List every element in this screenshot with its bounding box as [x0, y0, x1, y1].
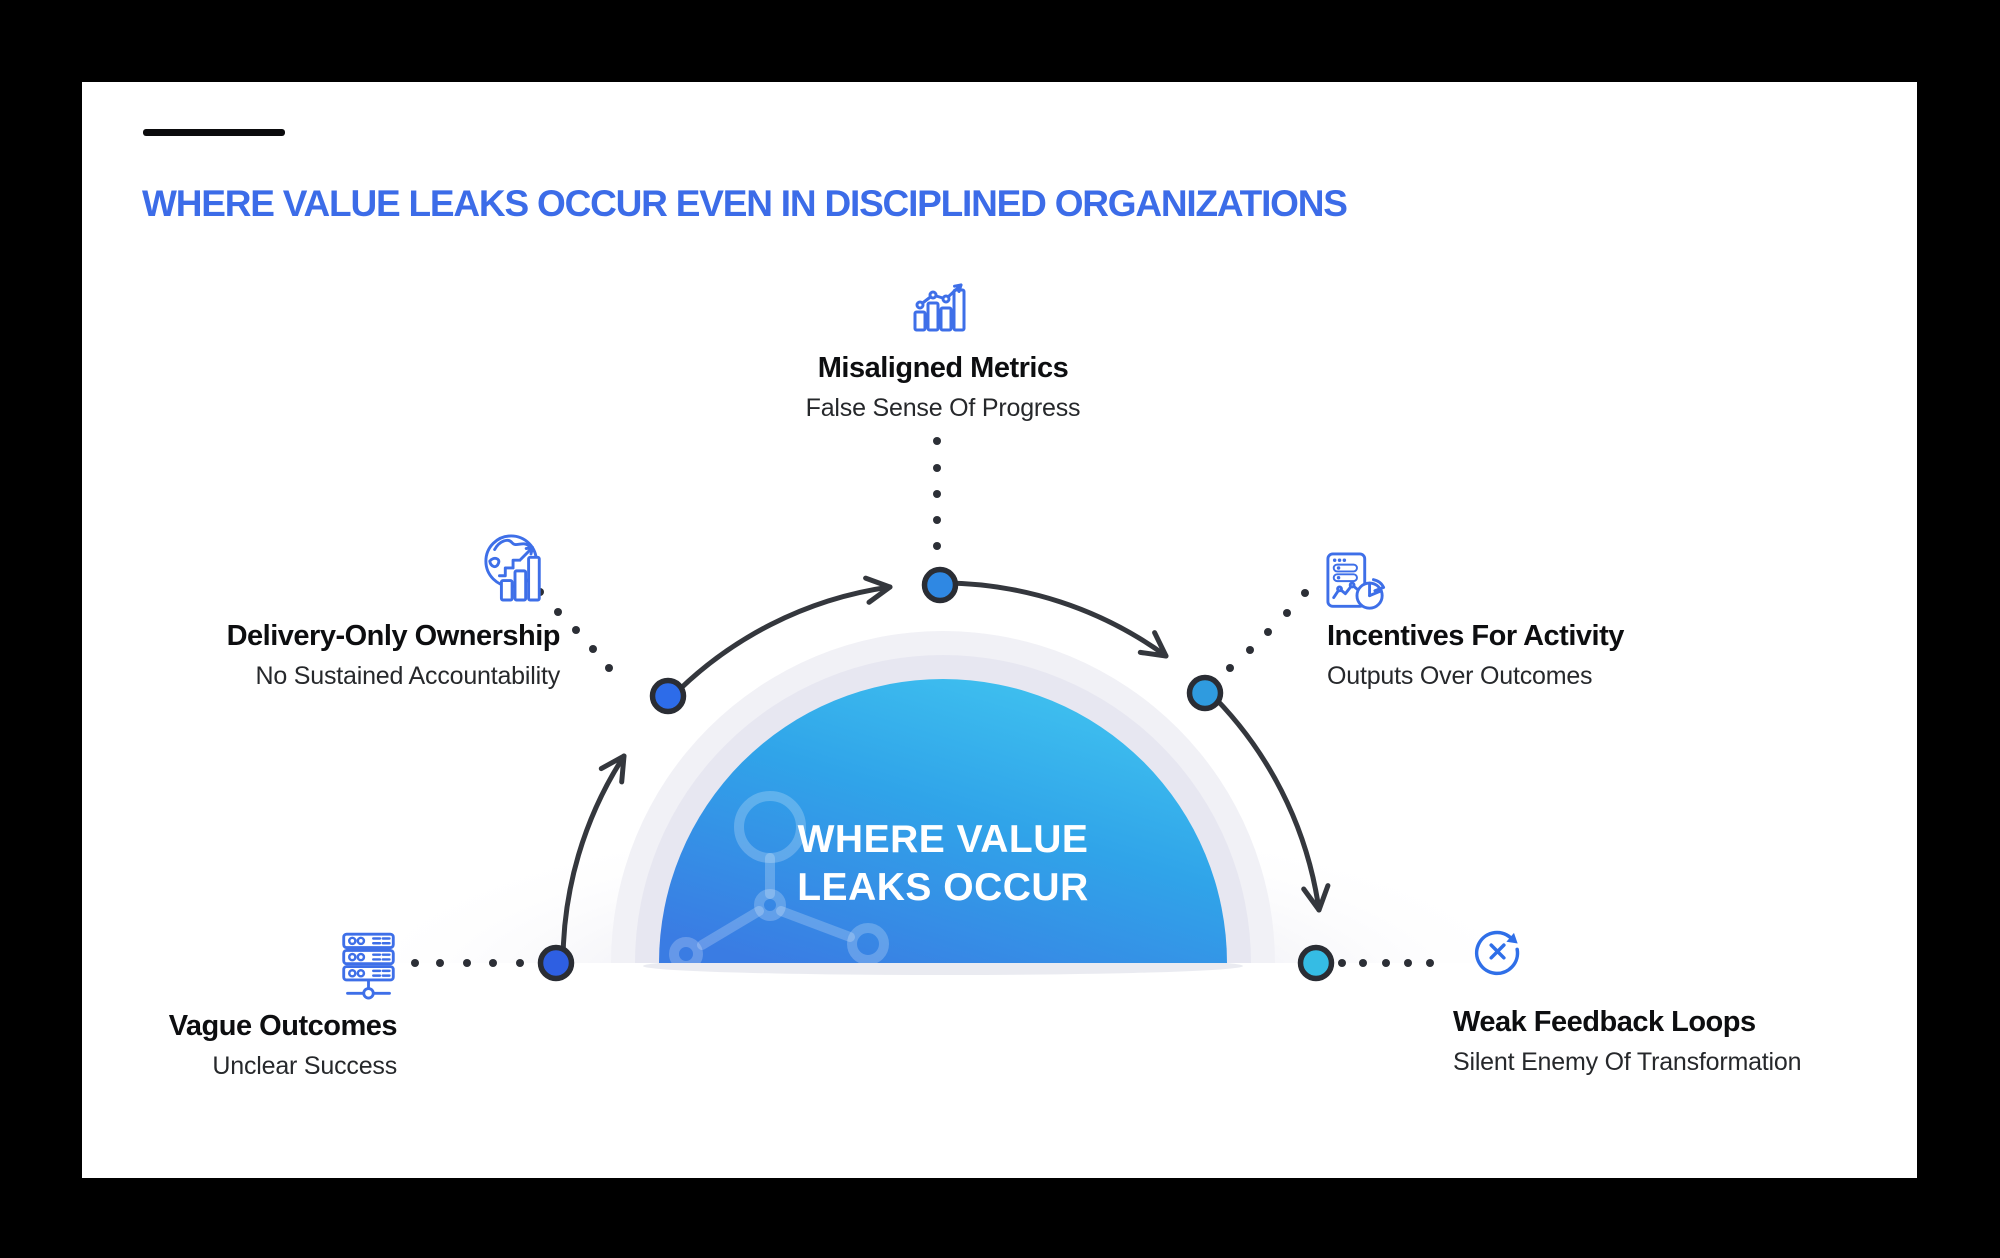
arrow-top-to-right: [940, 580, 1169, 659]
node-dot-vague-outcomes: [537, 944, 575, 982]
node-dot-incentives-for-activity: [1186, 674, 1224, 712]
node-dot-delivery-only-ownership: [649, 677, 687, 715]
dotted-leader-bottom-right: [1338, 959, 1434, 967]
node-incentives-for-activity: Incentives For Activity Outputs Over Out…: [1327, 619, 1797, 691]
report-pie-icon: [1326, 552, 1386, 610]
dotted-leader-bottom-left: [411, 959, 524, 967]
slide-panel: [82, 82, 1917, 1178]
node-delivery-only-ownership: Delivery-Only Ownership No Sustained Acc…: [160, 619, 561, 691]
center-dome: [659, 679, 1227, 963]
node-title: Incentives For Activity: [1327, 620, 1624, 652]
feedback-loop-icon: [1474, 930, 1520, 976]
node-title: Weak Feedback Loops: [1453, 1006, 1756, 1038]
node-subtitle: No Sustained Accountability: [255, 661, 560, 690]
arrow-left-to-top: [667, 575, 893, 702]
dotted-leaders: [411, 437, 1434, 967]
node-misaligned-metrics: Misaligned Metrics False Sense Of Progre…: [693, 351, 1193, 423]
node-subtitle: Unclear Success: [212, 1051, 397, 1080]
dotted-leader-right: [1226, 589, 1309, 672]
center-dome-line1: WHERE VALUE: [797, 818, 1089, 861]
node-subtitle: False Sense Of Progress: [805, 393, 1081, 422]
node-title: Delivery-Only Ownership: [226, 620, 561, 652]
arrow-right-to-bottomright: [1204, 687, 1331, 913]
server-stack-icon: [342, 932, 395, 1000]
connector-arrows: [560, 575, 1331, 966]
dotted-leader-top: [933, 437, 941, 550]
center-dome-label: WHERE VALUE LEAKS OCCUR: [743, 816, 1143, 911]
bar-chart-trend-icon: [913, 283, 966, 332]
node-weak-feedback-loops: Weak Feedback Loops Silent Enemy Of Tran…: [1453, 1005, 1933, 1077]
slide-title: WHERE VALUE LEAKS OCCUR EVEN IN DISCIPLI…: [142, 183, 1348, 224]
node-subtitle: Silent Enemy Of Transformation: [1453, 1047, 1802, 1076]
node-title: Vague Outcomes: [168, 1010, 398, 1042]
node-vague-outcomes: Vague Outcomes Unclear Success: [97, 1009, 398, 1081]
node-title: Misaligned Metrics: [817, 352, 1069, 384]
network-watermark-icon: [669, 791, 889, 963]
arrow-bottomleft-to-left: [560, 753, 627, 966]
globe-growth-icon: [484, 534, 541, 602]
node-subtitle: Outputs Over Outcomes: [1327, 661, 1593, 690]
node-dot-weak-feedback-loops: [1297, 944, 1335, 982]
node-dots: [537, 566, 1335, 982]
center-dome-line2: LEAKS OCCUR: [797, 865, 1089, 909]
node-dot-misaligned-metrics: [921, 566, 959, 604]
title-accent-dash: [143, 129, 285, 136]
